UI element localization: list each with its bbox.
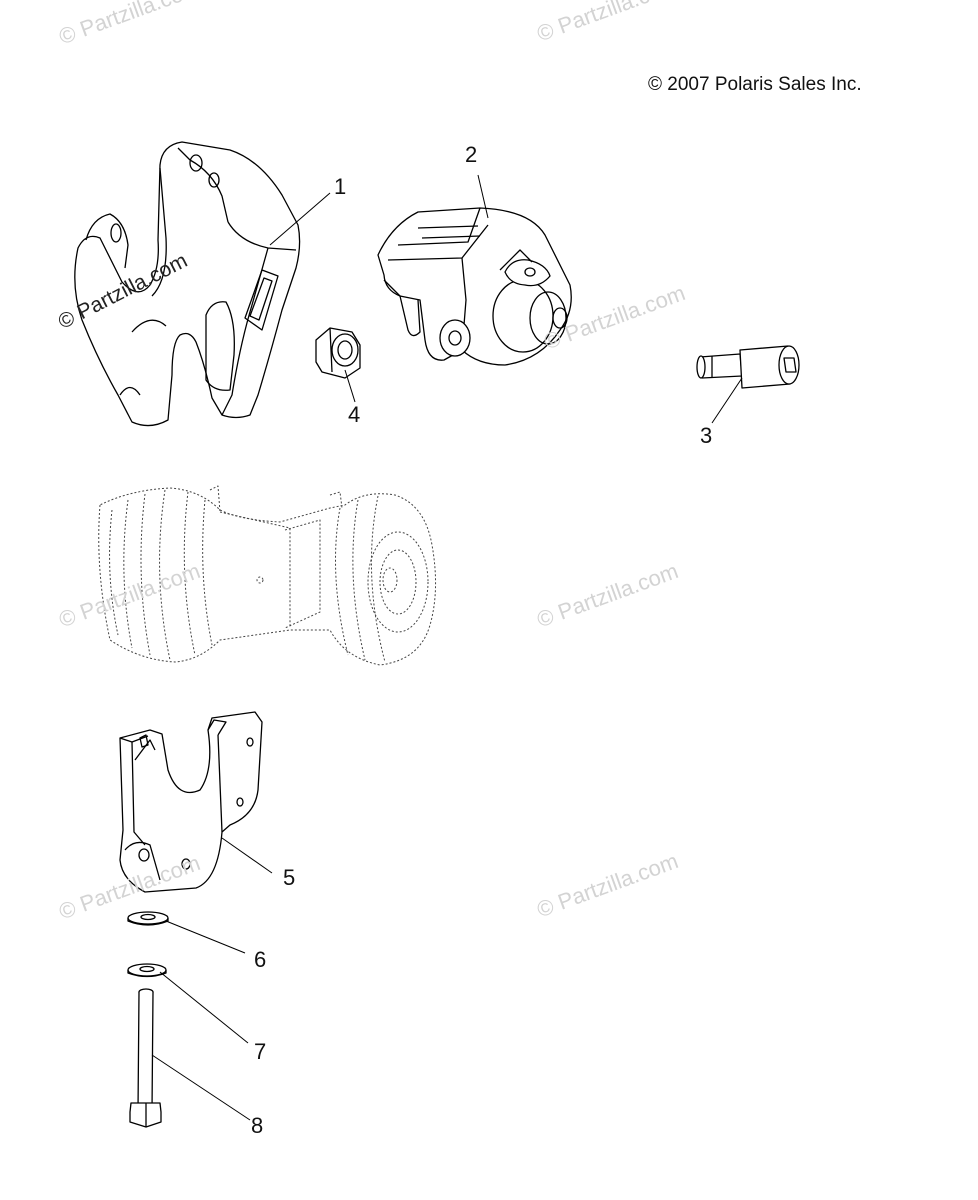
part-3-bolt — [696, 345, 800, 389]
callout-1: 1 — [334, 174, 347, 199]
axle-housing-reference — [98, 485, 437, 666]
callout-3: 3 — [700, 423, 713, 448]
callout-7: 7 — [254, 1039, 267, 1064]
callout-4: 4 — [348, 402, 361, 427]
part-7-lock-washer — [127, 963, 167, 978]
part-1-caliper-bracket — [74, 141, 301, 427]
callout-8: 8 — [251, 1113, 264, 1138]
callout-6: 6 — [254, 947, 267, 972]
part-8-long-bolt — [129, 988, 162, 1128]
part-2-brake-caliper — [377, 207, 572, 366]
copyright-text: © 2007 Polaris Sales Inc. — [648, 74, 862, 95]
part-4-nut — [315, 327, 361, 379]
callout-2: 2 — [465, 142, 478, 167]
part-5-mount-bracket — [119, 711, 263, 893]
leader-lines — [151, 174, 743, 1121]
part-6-washer — [127, 911, 169, 926]
callout-5: 5 — [283, 865, 296, 890]
